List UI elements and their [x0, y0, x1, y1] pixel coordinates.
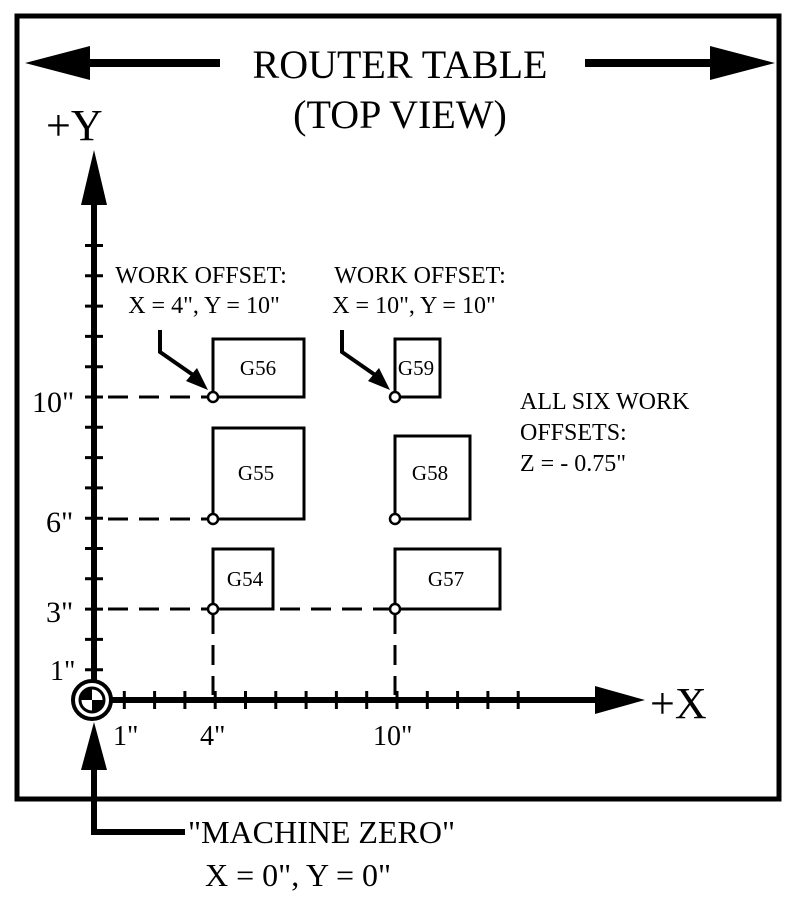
callout-left-arrowhead-icon — [186, 368, 208, 390]
offset-box-g55 — [211, 426, 306, 521]
z-note-line-2: OFFSETS: — [520, 420, 627, 446]
callout-left-line-1: WORK OFFSET: — [115, 263, 287, 289]
router-table-outline — [14, 13, 782, 802]
callout-left-line-2: X = 4", Y = 10" — [128, 293, 280, 319]
offset-label-g56: G56 — [240, 356, 276, 380]
origin-marker-g56 — [206, 390, 220, 404]
x-tick-label-1: 1" — [113, 721, 138, 752]
y-tick-label-6: 6" — [46, 506, 73, 539]
z-note-line-3: Z = - 0.75" — [520, 451, 626, 477]
machine-zero-marker: "MACHINE ZERO" X = 0", Y = 0" — [71, 679, 455, 893]
machine-zero-leader — [91, 768, 185, 835]
offset-label-g54: G54 — [227, 567, 264, 591]
right-arrowhead-icon — [710, 46, 775, 80]
x-axis-ticks — [122, 691, 520, 709]
offset-label-g59: G59 — [398, 356, 434, 380]
callout-right: WORK OFFSET: X = 10", Y = 10" — [332, 263, 506, 390]
machine-zero-line-2: X = 0", Y = 0" — [205, 857, 391, 893]
x-axis-arrowhead-icon — [595, 686, 645, 714]
offset-box-g56 — [211, 337, 306, 399]
work-offset-boxes — [211, 337, 502, 611]
callout-left-leader — [158, 330, 198, 379]
machine-zero-quadrant-2-icon — [92, 700, 104, 712]
title-group: ROUTER TABLE (TOP VIEW) — [25, 42, 775, 137]
callout-right-line-1: WORK OFFSET: — [334, 263, 506, 289]
title-line-1: ROUTER TABLE — [253, 42, 548, 87]
x-tick-label-4: 4" — [200, 721, 225, 752]
y-axis-label: +Y — [46, 101, 103, 150]
callout-right-arrowhead-icon — [368, 368, 390, 390]
offset-label-g55: G55 — [238, 461, 274, 485]
origin-marker-g59 — [388, 390, 402, 404]
z-note-line-1: ALL SIX WORK — [520, 389, 690, 415]
machine-zero-line-1: "MACHINE ZERO" — [188, 814, 455, 850]
y-axis-ticks — [85, 244, 103, 672]
origin-marker-g54 — [206, 602, 220, 616]
offset-label-g58: G58 — [412, 461, 448, 485]
machine-zero-arrowhead-icon — [81, 722, 107, 770]
reference-dashed-lines — [108, 395, 397, 695]
left-arrowhead-icon — [25, 46, 90, 80]
offset-box-g54 — [211, 547, 275, 611]
x-axis: +X 1" 4" 10" — [94, 679, 707, 752]
offset-box-g58 — [393, 434, 472, 521]
offset-label-g57: G57 — [428, 567, 464, 591]
offset-origin-markers — [206, 390, 402, 616]
title-line-2: (TOP VIEW) — [293, 92, 507, 137]
offset-box-g57 — [393, 547, 502, 611]
y-tick-label-10: 10" — [32, 386, 74, 419]
z-offset-note: ALL SIX WORK OFFSETS: Z = - 0.75" — [520, 389, 690, 477]
x-axis-label: +X — [650, 679, 707, 728]
x-tick-label-10: 10" — [373, 721, 412, 752]
y-tick-label-1: 1" — [50, 656, 75, 687]
callout-right-line-2: X = 10", Y = 10" — [332, 293, 496, 319]
y-axis: +Y 10" 6" 3" 1" — [32, 101, 107, 700]
callout-left: WORK OFFSET: X = 4", Y = 10" — [115, 263, 287, 390]
origin-marker-g55 — [206, 512, 220, 526]
machine-zero-quadrant-icon — [80, 688, 92, 700]
origin-marker-g57 — [388, 602, 402, 616]
y-axis-arrowhead-icon — [81, 150, 107, 205]
callout-right-leader — [340, 330, 380, 379]
origin-marker-g58 — [388, 512, 402, 526]
offset-box-g59 — [393, 337, 442, 399]
y-tick-label-3: 3" — [46, 596, 73, 629]
